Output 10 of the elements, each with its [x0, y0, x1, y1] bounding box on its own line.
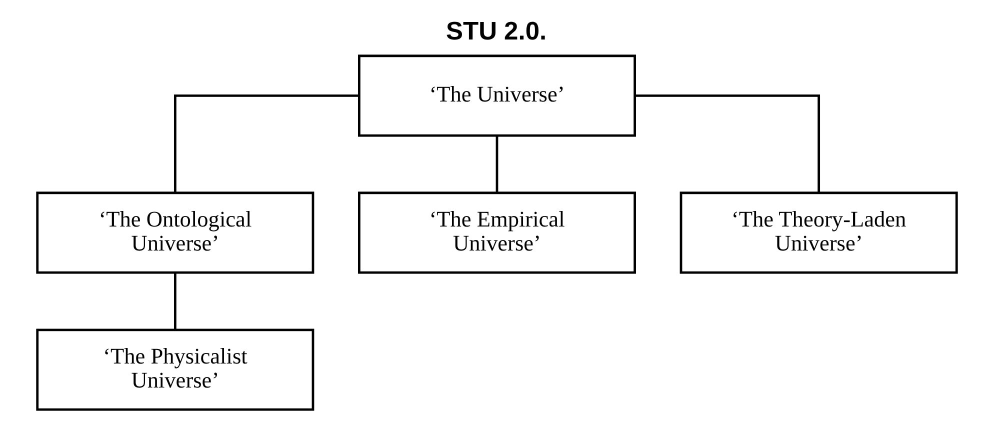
node-box: ‘The Ontological Universe’	[36, 192, 314, 274]
node-box: ‘The Theory-Laden Universe’	[680, 192, 958, 274]
connector	[174, 94, 360, 192]
connector	[496, 136, 498, 193]
node-box: ‘The Physicalist Universe’	[36, 328, 314, 411]
node-box: ‘The Empirical Universe’	[358, 192, 636, 274]
diagram-title: STU 2.0.	[446, 18, 547, 46]
node-box: ‘The Universe’	[358, 54, 636, 137]
connector	[174, 273, 176, 330]
connector	[634, 94, 820, 192]
